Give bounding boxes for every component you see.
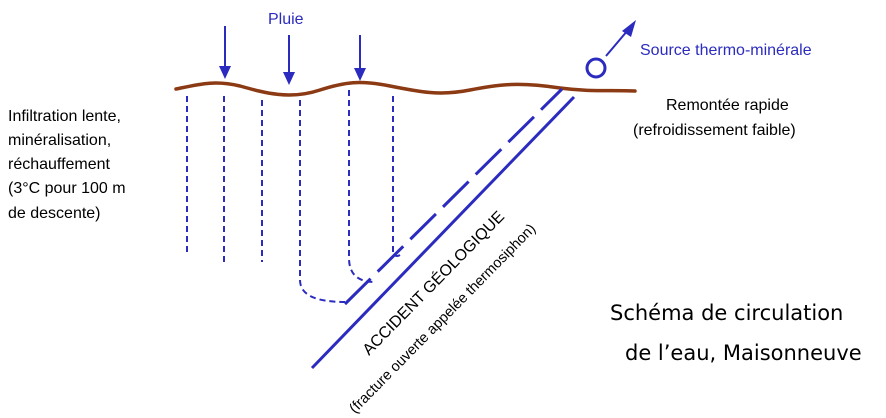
svg-text:Schéma de circulation: Schéma de circulation: [610, 301, 843, 325]
ascent-label: Remontée rapide (refroidissement faible): [633, 97, 796, 139]
svg-text:(3°C pour 100 m: (3°C pour 100 m: [8, 180, 126, 197]
rain-arrow-2-icon: [283, 35, 295, 85]
infiltration-label: Infiltration lente, minéralisation, réch…: [8, 108, 126, 222]
rain-arrows: [219, 26, 366, 85]
svg-text:réchauffement: réchauffement: [8, 156, 111, 173]
svg-text:de l’eau, Maisonneuve: de l’eau, Maisonneuve: [625, 341, 862, 365]
rain-arrow-1-icon: [219, 26, 231, 79]
rain-arrow-3-icon: [354, 35, 366, 81]
svg-text:Infiltration lente,: Infiltration lente,: [8, 108, 121, 125]
infiltration-path-5: [348, 90, 376, 283]
geological-fault-line: [310, 95, 576, 370]
ground-surface-line: [174, 80, 637, 97]
source-label: Source thermo-minérale: [640, 42, 812, 59]
infiltration-paths: [186, 90, 401, 303]
rain-label: Pluie: [268, 11, 304, 28]
svg-text:(refroidissement faible): (refroidissement faible): [633, 122, 796, 139]
svg-text:Remontée rapide: Remontée rapide: [666, 97, 789, 114]
ascending-water-path: [343, 87, 564, 306]
diagram-caption: Schéma de circulation de l’eau, Maisonne…: [610, 301, 862, 365]
fault-subtitle-label: (fracture ouverte appelée thermosiphon): [346, 221, 539, 417]
spring-outflow-arrow-icon: [605, 20, 636, 57]
infiltration-path-6: [392, 96, 401, 257]
infiltration-path-4: [299, 100, 346, 303]
thermal-spring-icon: [585, 57, 607, 79]
svg-text:de descente): de descente): [8, 205, 101, 222]
svg-text:minéralisation,: minéralisation,: [8, 132, 111, 149]
